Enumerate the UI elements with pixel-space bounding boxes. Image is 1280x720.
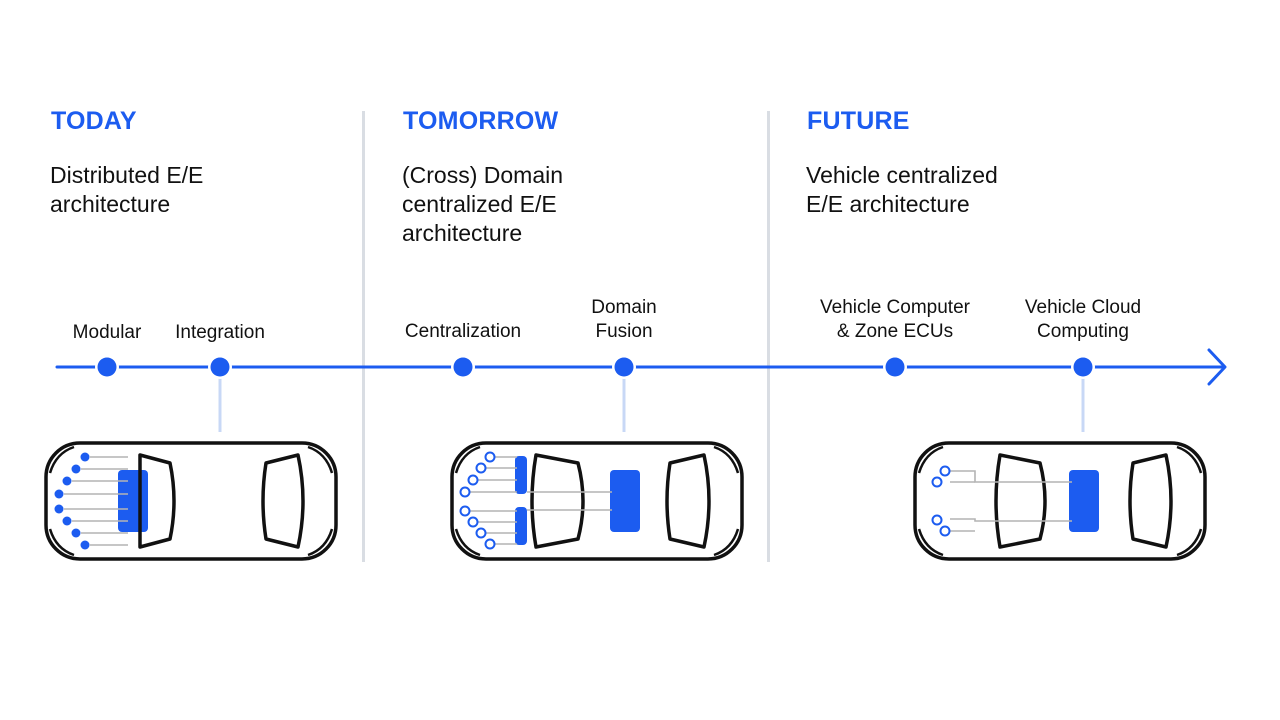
- car-domain-icon: [450, 441, 744, 561]
- milestone-label-vehicle-computer: Vehicle Computer & Zone ECUs: [820, 297, 970, 342]
- milestone-dot: [614, 357, 634, 377]
- car-windshield: [138, 453, 176, 549]
- zone-wire: [950, 470, 1072, 483]
- car-rear-window: [261, 453, 305, 549]
- divider-today-tomorrow: [362, 111, 365, 562]
- zone-sensor-node: [931, 514, 943, 526]
- milestone-dot: [453, 357, 473, 377]
- sensor-node: [80, 540, 90, 550]
- milestone-dot: [1073, 357, 1093, 377]
- phase-title-tomorrow: TOMORROW: [403, 107, 559, 135]
- zone-sensor-node: [939, 465, 951, 477]
- milestone-connectors: [218, 377, 1085, 432]
- phase-description-future: Vehicle centralized E/E architecture: [806, 162, 998, 217]
- sensor-node: [467, 516, 479, 528]
- zone-sensor-node: [939, 525, 951, 537]
- car-rear-window: [1128, 453, 1173, 549]
- sensor-node: [484, 451, 496, 463]
- car-body: [913, 441, 1207, 561]
- sensor-node: [62, 476, 72, 486]
- sensor-node: [71, 528, 81, 538]
- car-corner: [713, 445, 740, 474]
- car-corner: [307, 445, 334, 474]
- milestone-dot: [97, 357, 117, 377]
- car-distributed-icon: [44, 441, 338, 561]
- car-body: [450, 441, 744, 561]
- ecu-block: [118, 470, 148, 532]
- phase-description-today: Distributed E/E architecture: [50, 162, 204, 217]
- timeline-arrow-icon: [1207, 348, 1227, 386]
- phase-title-today: TODAY: [51, 107, 137, 135]
- zone-sensor-node: [931, 476, 943, 488]
- car-centralized-icon: [913, 441, 1207, 561]
- car-corner: [454, 445, 481, 474]
- milestone-dot: [210, 357, 230, 377]
- sensor-node: [80, 452, 90, 462]
- sensor-node: [54, 504, 64, 514]
- milestone-label-vehicle-cloud: Vehicle Cloud Computing: [1024, 297, 1142, 342]
- milestone-label-integration: Integration: [175, 322, 265, 343]
- car-corner: [1176, 528, 1203, 557]
- car-windshield: [530, 453, 585, 549]
- phase-description-tomorrow: (Cross) Domain centralized E/E architect…: [402, 162, 564, 246]
- sensor-node: [54, 489, 64, 499]
- phase-title-future: FUTURE: [807, 107, 910, 135]
- milestone-dot: [885, 357, 905, 377]
- domain-controller: [515, 456, 527, 494]
- sensor-node: [475, 527, 487, 539]
- sensor-node: [467, 474, 479, 486]
- car-corner: [307, 528, 334, 557]
- sensor-node: [459, 486, 471, 498]
- car-corner: [917, 528, 944, 557]
- zone-wire: [950, 518, 1072, 522]
- sensor-node: [459, 505, 471, 517]
- car-corner: [48, 445, 75, 474]
- sensor-node: [71, 464, 81, 474]
- central-computer: [610, 470, 640, 532]
- car-corner: [48, 528, 75, 557]
- milestone-label-modular: Modular: [72, 322, 142, 343]
- car-corner: [454, 528, 481, 557]
- sensor-node: [62, 516, 72, 526]
- milestone-dots: [95, 355, 1095, 379]
- milestone-label-domain-fusion: Domain Fusion: [591, 297, 657, 342]
- sensor-node: [475, 462, 487, 474]
- car-rear-window: [665, 453, 711, 549]
- divider-tomorrow-future: [767, 111, 770, 562]
- domain-controller: [515, 507, 527, 545]
- car-corner: [1176, 445, 1203, 474]
- car-body: [44, 441, 338, 561]
- sensor-node: [484, 538, 496, 550]
- milestone-label-centralization: Centralization: [404, 321, 522, 342]
- car-corner: [917, 445, 944, 474]
- vehicle-computer: [1069, 470, 1099, 532]
- car-corner: [713, 528, 740, 557]
